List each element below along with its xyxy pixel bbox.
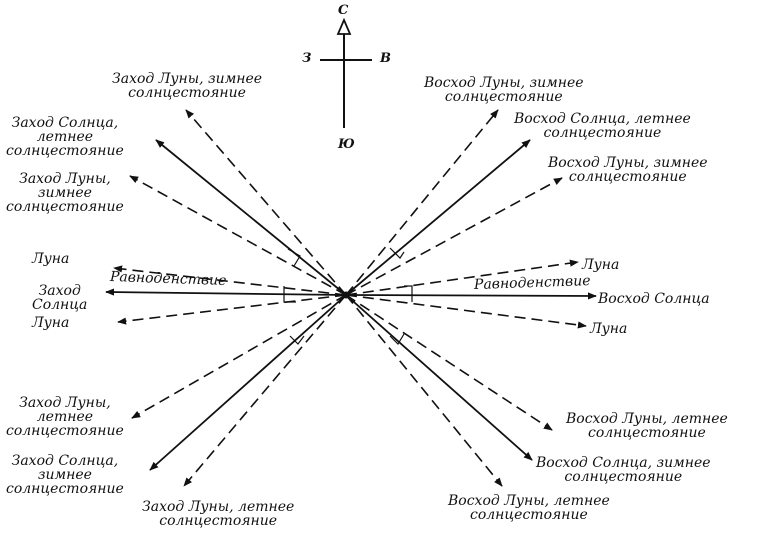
ray-sun-set-winter [149, 294, 347, 471]
label-moon-set-summer-bottom: Заход Луны, летнее солнцестояние [142, 499, 295, 529]
compass-north-arrow-icon [336, 17, 352, 35]
label-moon-rise-summer-bottom: Восход Луны, летнее солнцестояние [448, 493, 610, 523]
label-moon-right-lower: Луна [590, 321, 628, 337]
ray-moon-rise-summer-right [345, 294, 553, 431]
ray-moon-rise-summer-bottom [345, 294, 503, 487]
ray-moon-set-summer-bottom [183, 294, 347, 487]
label-moon-rise-summer-right: Восход Луны, летнее солнцестояние [566, 411, 728, 441]
label-moon-rise-winter-top: Восход Луны, зимнее солнцестояние [424, 75, 584, 105]
ray-moon-rise-winter-right [345, 177, 563, 296]
ray-sun-rise-winter [345, 294, 533, 461]
observation-point [342, 291, 350, 299]
label-sun-rise: Восход Солнца [598, 291, 710, 307]
angle-mark-upper-left [287, 248, 301, 267]
angle-mark-left [283, 286, 296, 303]
angle-mark-upper-right [389, 247, 405, 259]
label-moon-set-summer-left: Заход Луны, летнее солнцестояние [6, 395, 124, 439]
label-moon-left: Луна [32, 251, 70, 267]
label-equinox-left: Равноденствие [109, 268, 227, 290]
label-moon-right: Луна [582, 257, 620, 273]
angle-mark-lower-left [289, 335, 305, 345]
ray-sun-set-summer [155, 139, 347, 296]
ray-moon-left-lower [117, 294, 347, 325]
label-sun-set-winter: Заход Солнца, зимнее солнцестояние [6, 453, 124, 497]
compass-south-label: Ю [338, 137, 355, 152]
label-equinox-right: Равноденствие [473, 272, 591, 294]
label-moon-left-lower: Луна [32, 315, 70, 331]
ray-sun-set-equinox [105, 288, 347, 296]
compass-east-label: В [380, 51, 391, 66]
label-moon-rise-winter-right: Восход Луны, зимнее солнцестояние [548, 155, 708, 185]
ray-moon-left [113, 265, 347, 296]
label-sun-set-summer: Заход Солнца, летнее солнцестояние [6, 115, 124, 159]
label-sun-rise-winter: Восход Солнца, зимнее солнцестояние [536, 455, 711, 485]
label-moon-set-winter-left: Заход Луны, зимнее солнцестояние [6, 171, 124, 215]
label-sun-rise-summer: Восход Солнца, летнее солнцестояние [514, 111, 691, 141]
ray-moon-rise-winter-top [345, 109, 499, 296]
ray-sun-rise-equinox [345, 292, 597, 300]
ray-moon-set-winter-top [185, 109, 347, 296]
angle-mark-lower-right [389, 333, 405, 345]
label-sun-left: Заход Солнца [32, 283, 88, 313]
compass-rose [320, 17, 372, 128]
ray-moon-right [345, 259, 579, 296]
angle-mark-right [404, 285, 413, 302]
compass-west-label: З [302, 51, 312, 66]
compass-north-label: С [338, 3, 349, 18]
ray-moon-right-lower [345, 294, 587, 329]
ray-moon-set-winter-left [129, 175, 347, 296]
ray-sun-rise-summer [345, 139, 531, 296]
ray-moon-set-summer-left [131, 294, 347, 419]
label-moon-set-winter-top: Заход Луны, зимнее солнцестояние [112, 71, 263, 101]
